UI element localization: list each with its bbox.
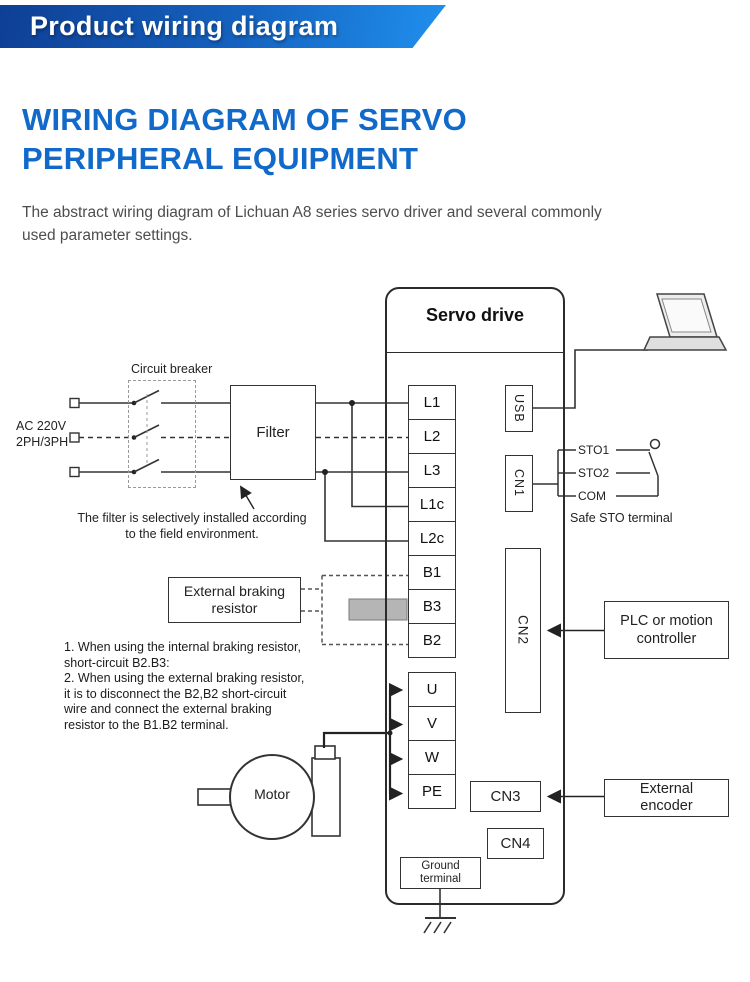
braking-note-line: resistor to the B1.B2 terminal. (64, 717, 229, 732)
circuit-breaker-label: Circuit breaker (131, 362, 213, 376)
terminal-b3: B3 (409, 590, 455, 624)
external-braking-resistor-box: External braking resistor (168, 577, 301, 623)
sto-switch-symbol (648, 438, 661, 496)
cn3-connector: CN3 (470, 781, 541, 812)
intro-text: The abstract wiring diagram of Lichuan A… (22, 201, 602, 247)
cn2-connector: CN2 (505, 548, 541, 713)
encoder-line2: encoder (640, 798, 693, 814)
terminal-l2: L2 (409, 420, 455, 454)
external-encoder-box: External encoder (604, 779, 729, 817)
filter-output-wires (316, 400, 408, 542)
page-title: WIRING DIAGRAM OF SERVO PERIPHERAL EQUIP… (22, 100, 467, 178)
ground-symbol (423, 889, 456, 934)
plc-line1: PLC or motion (620, 613, 713, 629)
filter-note-line1: The filter is selectively installed acco… (77, 511, 307, 525)
ground-terminal-box: Ground terminal (400, 857, 481, 889)
intro-line1: The abstract wiring diagram of Lichuan A… (22, 204, 602, 221)
intro-line2: used parameter settings. (22, 227, 193, 244)
short-circuit-jumper (348, 598, 408, 621)
filter-box: Filter (230, 385, 316, 480)
page-title-line1: WIRING DIAGRAM OF SERVO (22, 102, 467, 137)
terminal-l3: L3 (409, 454, 455, 488)
terminal-b1: B1 (409, 556, 455, 590)
com-label: COM (578, 489, 606, 503)
braking-note-line: 2. When using the external braking resis… (64, 671, 305, 686)
sto1-label: STO1 (578, 443, 610, 457)
cn4-connector: CN4 (487, 828, 544, 859)
braking-notes: 1. When using the internal braking resis… (64, 640, 394, 734)
ac-input-label: AC 220V 2PH/3PH (16, 419, 68, 450)
braking-resistor-line2: resistor (211, 600, 258, 616)
safe-sto-caption: Safe STO terminal (570, 511, 673, 525)
ground-terminal-line2: terminal (420, 873, 461, 885)
terminal-l2c: L2c (409, 522, 455, 556)
diagram-wires-svg (69, 293, 728, 934)
usb-connector: USB (505, 385, 533, 432)
laptop-icon (642, 293, 728, 351)
section-banner: Product wiring diagram (0, 5, 446, 48)
braking-note-line: it is to disconnect the B2,B2 short-circ… (64, 686, 287, 701)
terminal-l1: L1 (409, 386, 455, 420)
braking-note-line: short-circuit B2.B3: (64, 655, 170, 670)
power-terminal-block: L1 L2 L3 L1c L2c B1 B3 B2 (408, 385, 456, 658)
plc-controller-box: PLC or motion controller (604, 601, 729, 659)
filter-note-arrow (240, 485, 255, 510)
braking-note-line: 1. When using the internal braking resis… (64, 640, 301, 654)
wiring-diagram: Servo drive L1 L2 L3 L1c L2c B1 B3 B2 U … (0, 280, 750, 982)
ac-terminal-squares (69, 397, 80, 478)
terminal-w: W (409, 741, 455, 775)
servo-drive-box: Servo drive (385, 287, 565, 905)
terminal-u: U (409, 673, 455, 707)
encoder-line1: External (639, 781, 694, 797)
terminal-b2: B2 (422, 632, 442, 649)
motor-cable-wires (322, 682, 404, 801)
braking-resistor-line1: External braking (183, 583, 286, 599)
terminal-v: V (409, 707, 455, 741)
braking-resistor-wires (301, 574, 408, 646)
terminal-l1c: L1c (409, 488, 455, 522)
motor-label: Motor (254, 786, 290, 802)
sto-wires (533, 449, 658, 497)
motor-terminal-block: U V W PE (408, 672, 456, 809)
filter-note: The filter is selectively installed acco… (58, 510, 326, 542)
servo-title-divider (387, 352, 563, 353)
plc-line2: controller (636, 631, 697, 647)
circuit-breaker-symbol (131, 389, 160, 475)
motor-symbol (197, 745, 341, 840)
circuit-breaker-dashed-box (128, 380, 196, 488)
ac-input-line1: AC 220V (16, 419, 67, 433)
ground-terminal-line1: Ground (421, 859, 460, 872)
page-title-line2: PERIPHERAL EQUIPMENT (22, 141, 419, 176)
banner-title: Product wiring diagram (30, 11, 339, 41)
sto2-label: STO2 (578, 466, 610, 480)
filter-note-line2: to the field environment. (125, 527, 259, 541)
braking-note-line: wire and connect the external braking (64, 702, 272, 717)
usb-cable-wire (533, 349, 648, 409)
cn1-connector: CN1 (505, 455, 533, 512)
ac-input-line2: 2PH/3PH (16, 434, 69, 449)
servo-drive-title: Servo drive (425, 305, 525, 325)
terminal-pe: PE (421, 783, 442, 800)
